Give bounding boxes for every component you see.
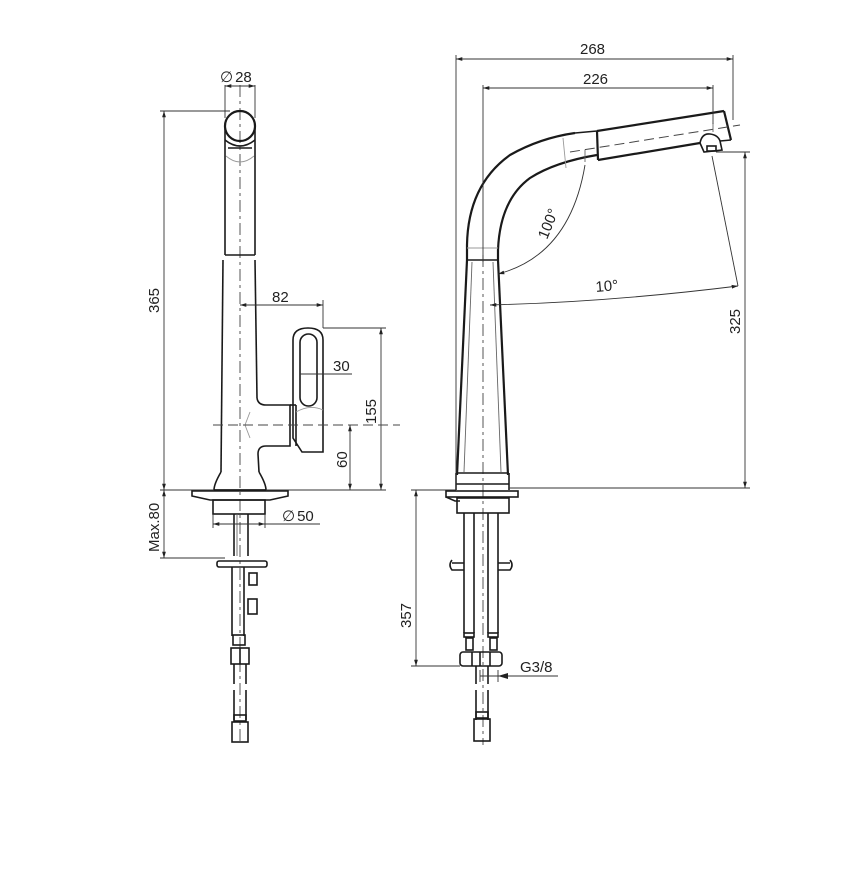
label-total-height: 365 — [146, 288, 163, 313]
label-handle-width: 30 — [333, 358, 350, 375]
label-handle-offset: 82 — [272, 289, 289, 306]
label-overall-reach: 268 — [580, 41, 605, 58]
label-handle-axis-height: 60 — [334, 451, 351, 468]
label-spout-diameter: ∅28 — [220, 69, 252, 86]
label-swivel-angle: 100° — [535, 206, 562, 241]
label-tilt-angle: 10° — [595, 277, 619, 296]
label-spout-reach: 226 — [583, 71, 608, 88]
label-connection-thread: G3/8 — [520, 659, 553, 676]
label-spout-height: 325 — [727, 309, 744, 334]
label-max-deck-thickness: Max.80 — [146, 503, 163, 552]
front-view: 268 226 325 100° 10° 357 G3/8 — [398, 41, 750, 745]
label-hose-length: 357 — [398, 603, 415, 628]
side-view: ∅28 365 82 30 155 60 Max.80 ∅50 — [146, 69, 400, 745]
label-handle-height: 155 — [363, 399, 380, 424]
label-mount-diameter: ∅50 — [282, 508, 314, 525]
